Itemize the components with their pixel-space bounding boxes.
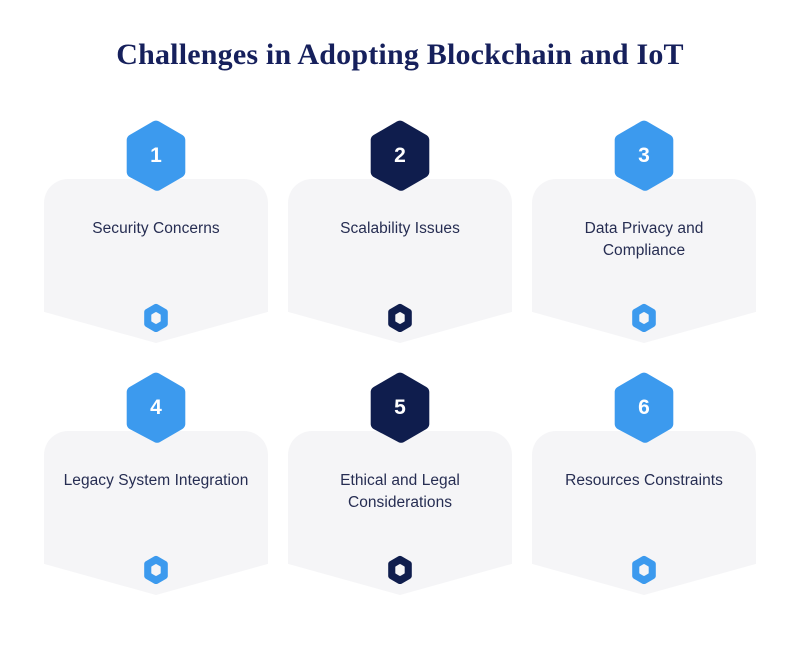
card-number: 6 bbox=[638, 396, 650, 419]
hexagon-ring-icon bbox=[143, 303, 169, 333]
hexagon-badge-icon: 5 bbox=[368, 371, 432, 445]
page-title: Challenges in Adopting Blockchain and Io… bbox=[116, 38, 684, 71]
card-body bbox=[288, 179, 512, 343]
hexagon-ring-icon bbox=[631, 303, 657, 333]
card-label: Data Privacy and Compliance bbox=[584, 220, 704, 259]
card-number: 4 bbox=[150, 396, 162, 419]
hexagon-badge-icon: 4 bbox=[124, 371, 188, 445]
card-number: 2 bbox=[394, 144, 406, 167]
hexagon-ring-icon bbox=[387, 555, 413, 585]
card-body bbox=[44, 431, 268, 595]
card-body bbox=[288, 431, 512, 595]
hexagon-badge-icon: 6 bbox=[612, 371, 676, 445]
card-number: 1 bbox=[150, 144, 162, 167]
card-label: Scalability Issues bbox=[340, 220, 460, 237]
hexagon-ring-icon bbox=[387, 303, 413, 333]
hexagon-badge-icon: 2 bbox=[368, 119, 432, 193]
card-label: Security Concerns bbox=[92, 220, 220, 237]
hexagon-ring-icon bbox=[143, 555, 169, 585]
card-body bbox=[532, 431, 756, 595]
hexagon-badge-icon: 3 bbox=[612, 119, 676, 193]
card-body bbox=[44, 179, 268, 343]
card-label: Resources Constraints bbox=[565, 472, 723, 489]
card-body bbox=[532, 179, 756, 343]
hexagon-badge-icon: 1 bbox=[124, 119, 188, 193]
card-number: 3 bbox=[638, 144, 650, 167]
card-number: 5 bbox=[394, 396, 406, 419]
card-label: Legacy System Integration bbox=[63, 472, 249, 489]
card-label: Ethical and Legal Considerations bbox=[340, 472, 460, 511]
hexagon-ring-icon bbox=[631, 555, 657, 585]
